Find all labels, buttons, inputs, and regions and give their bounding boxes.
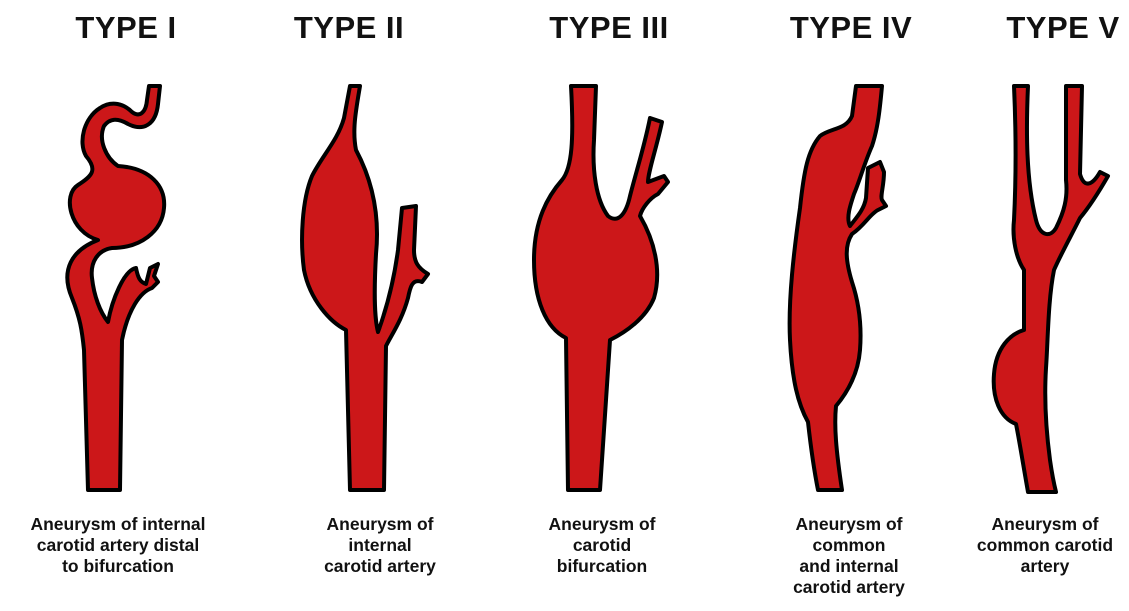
- caption-line: Aneurysm of: [935, 514, 1129, 535]
- caption-line: common: [739, 535, 959, 556]
- caption-line: Aneurysm of internal: [8, 514, 228, 535]
- type-1-caption: Aneurysm of internal carotid artery dist…: [8, 514, 228, 577]
- caption-line: artery: [935, 556, 1129, 577]
- type-3-caption: Aneurysm of carotid bifurcation: [492, 514, 712, 577]
- caption-line: carotid: [492, 535, 712, 556]
- caption-line: carotid artery distal: [8, 535, 228, 556]
- type-4-caption: Aneurysm of common and internal carotid …: [739, 514, 959, 598]
- caption-line: Aneurysm of: [270, 514, 490, 535]
- type-5-vessel: [994, 86, 1108, 492]
- caption-line: Aneurysm of: [492, 514, 712, 535]
- caption-line: carotid artery: [270, 556, 490, 577]
- type-4-vessel: [790, 86, 886, 490]
- caption-line: to bifurcation: [8, 556, 228, 577]
- type-2-vessel: [302, 86, 428, 490]
- type-1-vessel: [0, 0, 164, 490]
- type-3-vessel: [534, 86, 668, 490]
- caption-line: Aneurysm of: [739, 514, 959, 535]
- caption-line: bifurcation: [492, 556, 712, 577]
- type-2-caption: Aneurysm of internal carotid artery: [270, 514, 490, 577]
- caption-line: carotid artery: [739, 577, 959, 598]
- caption-line: and internal: [739, 556, 959, 577]
- caption-line: internal: [270, 535, 490, 556]
- type-5-caption: Aneurysm of common carotid artery: [935, 514, 1129, 577]
- caption-line: common carotid: [935, 535, 1129, 556]
